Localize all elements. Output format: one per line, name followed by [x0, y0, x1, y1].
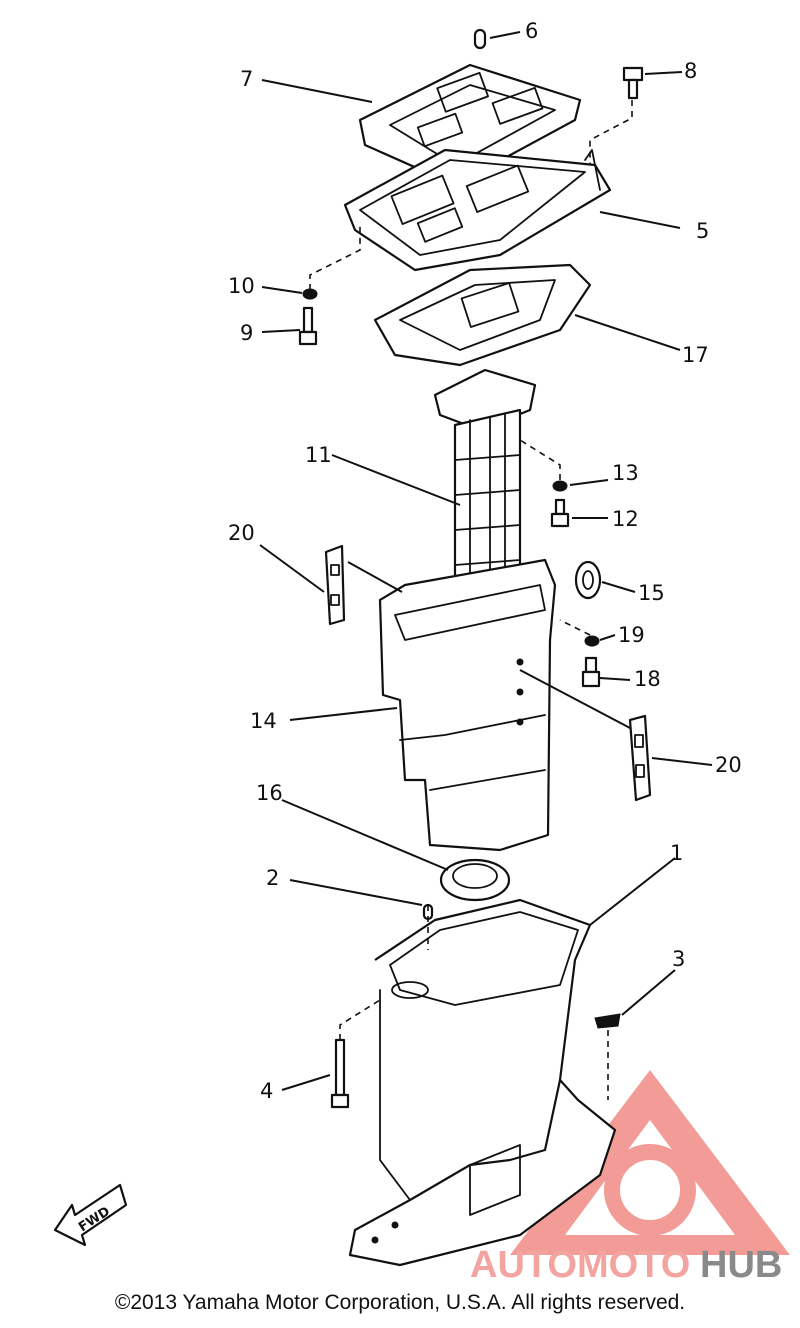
part-10-washer: [302, 288, 318, 300]
callout-11: 11: [305, 443, 332, 467]
callout-14: 14: [250, 709, 277, 733]
callout-19: 19: [618, 623, 645, 647]
callout-8: 8: [684, 59, 697, 83]
part-8-bolt: [622, 66, 644, 100]
callout-4: 4: [260, 1079, 273, 1103]
part-7-gasket: [358, 63, 582, 187]
part-15-grommet: [574, 560, 602, 600]
callout-6: 6: [525, 19, 538, 43]
part-12-bolt: [550, 498, 570, 528]
part-9-bolt: [298, 306, 318, 346]
watermark-text-hub: HUB: [700, 1244, 782, 1286]
callout-7: 7: [240, 67, 253, 91]
callout-20-right: 20: [715, 753, 742, 777]
leader-lines: [259, 31, 713, 1091]
part-14-upper-casing: [378, 558, 557, 852]
part-20-bracket-left: [324, 544, 346, 626]
part-5-upper-plate: [343, 148, 612, 272]
part-13-washer: [552, 480, 568, 492]
watermark-text: AUTOMOTO HUB: [470, 1244, 782, 1286]
part-17-gasket: [373, 263, 592, 367]
callout-15: 15: [638, 581, 665, 605]
part-3-clip: [594, 1013, 621, 1029]
callout-1: 1: [670, 841, 683, 865]
callout-5: 5: [696, 219, 709, 243]
callout-9: 9: [240, 321, 253, 345]
callout-10: 10: [228, 274, 255, 298]
watermark-triangle: [510, 1070, 790, 1255]
copyright-notice: ©2013 Yamaha Motor Corporation, U.S.A. A…: [114, 1291, 686, 1314]
part-1-lower-casing: [348, 898, 617, 1267]
part-16-seal: [439, 858, 511, 902]
part-6-pin: [473, 28, 487, 50]
part-18-bolt: [581, 656, 601, 688]
callout-3: 3: [672, 947, 685, 971]
callout-16: 16: [256, 781, 283, 805]
callouts: 6 7 8 5 10 9 17 11 13 12 20 15 19 18 14 …: [228, 19, 742, 1103]
part-4-bolt: [330, 1038, 350, 1109]
part-19-washer: [584, 635, 600, 647]
watermark-logo: [510, 1070, 790, 1255]
callout-2: 2: [266, 866, 279, 890]
callout-13: 13: [612, 461, 639, 485]
watermark-text-automoto: AUTOMOTO: [470, 1244, 690, 1286]
watermark-ring: [604, 1144, 696, 1236]
callout-12: 12: [612, 507, 639, 531]
fwd-arrow: FWD: [53, 1183, 128, 1247]
callout-20-left: 20: [228, 521, 255, 545]
callout-17: 17: [682, 343, 709, 367]
callout-18: 18: [634, 667, 661, 691]
part-20-bracket-right: [628, 714, 652, 802]
assembly-guides: [309, 100, 633, 1100]
